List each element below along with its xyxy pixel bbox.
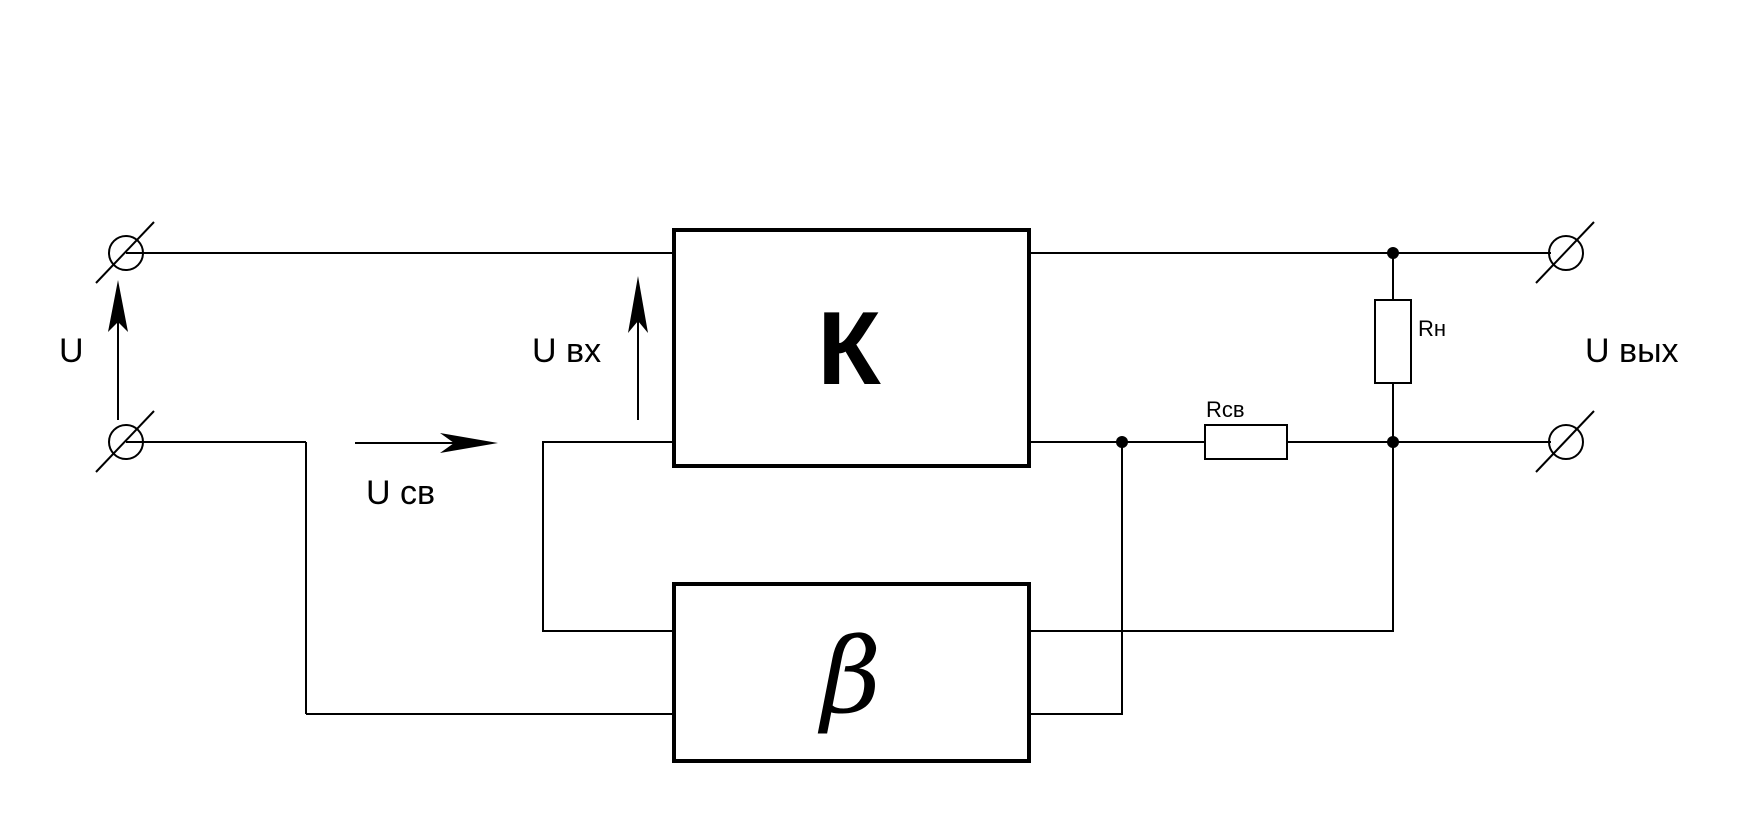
amp-input-return-wire <box>542 441 674 632</box>
feedback-block: β <box>672 582 1031 763</box>
output-node-to-beta-top-wire <box>1029 442 1394 632</box>
amp-input-voltage-arrow <box>628 276 648 420</box>
terminal-input-top <box>95 221 155 284</box>
wires <box>126 252 1551 715</box>
feedback-resistor-label: Rсв <box>1206 397 1245 422</box>
amp-input-voltage-label: U вх <box>532 332 601 370</box>
feedback-voltage-arrow <box>355 433 498 453</box>
junction-dot <box>1387 247 1399 259</box>
junction-dot <box>1116 436 1128 448</box>
terminal-input-bottom <box>95 410 155 473</box>
feedback-block-label: β <box>817 615 881 737</box>
load-resistor <box>1374 299 1412 384</box>
output-voltage-label: U вых <box>1585 332 1679 370</box>
input-voltage-label: U <box>59 332 84 370</box>
amplifier-block: К <box>672 228 1031 468</box>
amplifier-block-label: К <box>817 291 881 407</box>
input-voltage-arrow <box>108 280 128 420</box>
terminal-output-bottom <box>1535 410 1595 473</box>
feedback-voltage-label: U св <box>366 474 435 512</box>
terminal-output-top <box>1535 221 1595 284</box>
feedback-resistor <box>1204 424 1288 460</box>
junctions <box>1116 247 1399 448</box>
junction-dot <box>1387 436 1399 448</box>
load-resistor-label: Rн <box>1418 316 1446 341</box>
node-to-beta-bottom-wire <box>1029 442 1123 715</box>
